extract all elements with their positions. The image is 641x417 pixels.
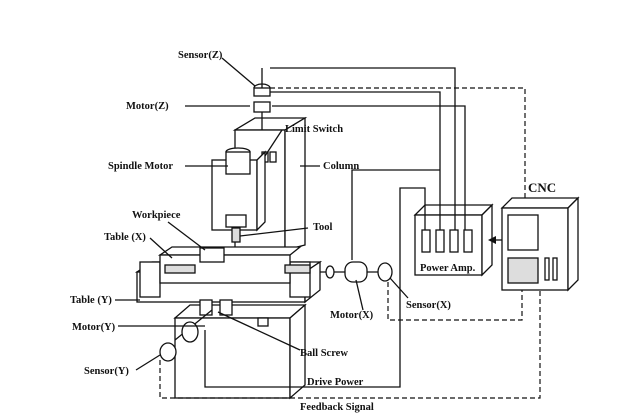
y-axis-drive [159,299,233,362]
label-cnc: CNC [528,180,556,195]
label-column: Column [323,161,359,172]
label-table-x: Table (X) [104,232,146,243]
sensor-y [159,342,177,362]
workpiece [199,247,225,263]
label-sensor-z: Sensor(Z) [178,50,223,61]
label-spindle-motor: Spindle Motor [108,161,173,172]
label-table-y: Table (Y) [70,295,112,306]
label-workpiece: Workpiece [132,210,181,221]
cnc-controller [500,196,580,292]
x-axis-drive [320,261,393,283]
label-limit-switch: Limit Switch [285,124,343,135]
label-motor-y: Motor(Y) [72,322,116,333]
leader-lines [115,57,409,371]
label-sensor-y: Sensor(Y) [84,366,129,377]
base [173,303,307,400]
label-sensor-x: Sensor(X) [406,300,451,311]
motor-y [181,321,199,343]
motor-x [344,261,368,283]
table-x [157,246,311,284]
label-feedback-signal: Feedback Signal [300,402,374,413]
label-drive-power: Drive Power [307,377,364,388]
label-tool: Tool [313,222,333,233]
tool [231,227,241,243]
wiring [159,67,541,399]
label-ball-screw: Ball Screw [300,348,348,359]
sensor-x [377,262,393,282]
motor-z [253,101,271,113]
spindle-head [211,147,266,243]
label-power-amp: Power Amp. [420,263,476,274]
label-motor-x: Motor(X) [330,310,374,321]
label-motor-z: Motor(Z) [126,101,169,112]
